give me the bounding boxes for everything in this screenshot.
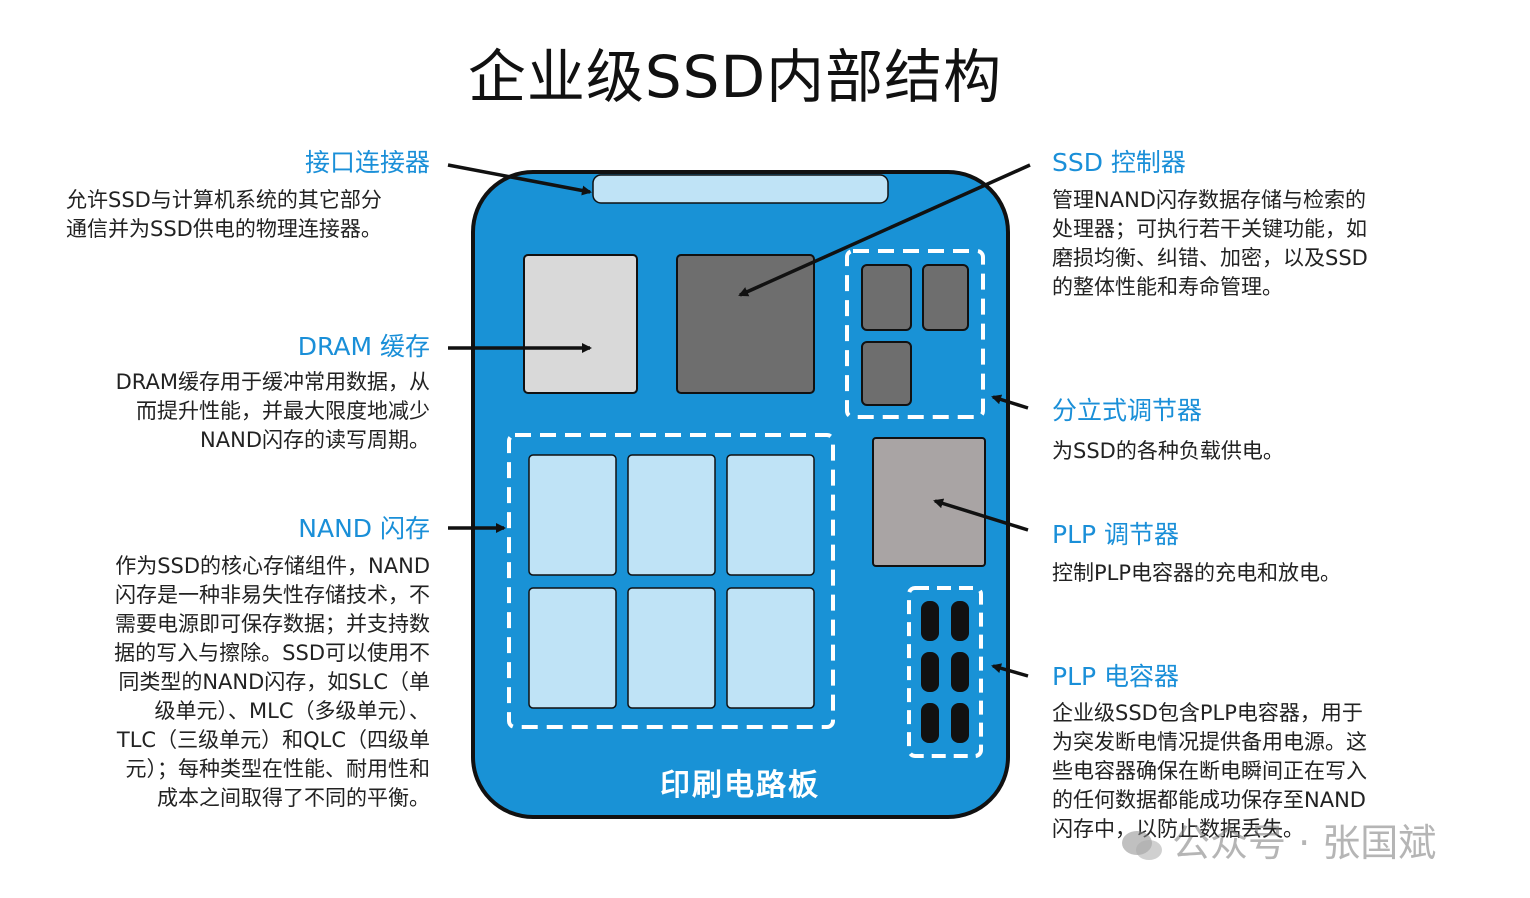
plp-regulator-desc: 控制PLP电容器的充电和放电。 <box>1052 561 1342 585</box>
arrow-controller <box>738 163 1031 297</box>
plp-regulator-label: PLP 调节器 <box>1052 520 1180 549</box>
plp-capacitor-desc: 企业级SSD包含PLP电容器，用于 为突发断电情况提供备用电源。这 些电容器确保… <box>1052 701 1367 841</box>
plp-capacitor <box>951 652 969 692</box>
plp-capacitor-group-outline <box>907 586 983 758</box>
plp-capacitor-label: PLP 电容器 <box>1052 662 1180 691</box>
regulator-desc: 为SSD的各种负载供电。 <box>1052 439 1284 463</box>
nand-cell <box>528 454 617 576</box>
plp-capacitor <box>951 703 969 743</box>
arrow-regulator <box>991 394 1029 410</box>
page-title: 企业级SSD内部结构 <box>467 43 1003 111</box>
regulator-chip <box>861 341 912 406</box>
regulator-chip <box>922 264 969 331</box>
plp-capacitor <box>951 601 969 641</box>
watermark-text: 公众号 · 张国斌 <box>1172 821 1437 865</box>
nand-cell <box>528 587 617 709</box>
nand-cell <box>726 454 815 576</box>
ssd-controller-chip <box>676 254 815 394</box>
arrow-interface <box>447 163 592 196</box>
nand-group-outline <box>507 433 835 729</box>
arrow-plp-regulator <box>933 498 1029 532</box>
dram-desc: DRAM缓存用于缓冲常用数据，从 而提升性能，并最大限度地减少 NAND闪存的读… <box>115 370 430 452</box>
plp-capacitor <box>921 601 939 641</box>
plp-capacitor <box>921 652 939 692</box>
interface-connector-desc: 允许SSD与计算机系统的其它部分 通信并为SSD供电的物理连接器。 <box>66 188 382 241</box>
nand-cell <box>627 454 716 576</box>
dram-chip <box>523 254 638 394</box>
regulator-group-outline <box>845 249 985 419</box>
controller-desc: 管理NAND闪存数据存储与检索的 处理器；可执行若干关键功能，如 磨损均衡、纠错… <box>1052 188 1368 299</box>
pcb-label: 印刷电路板 <box>660 768 820 803</box>
wechat-icon <box>1122 830 1162 860</box>
nand-desc: 作为SSD的核心存储组件，NAND 闪存是一种非易失性存储技术，不 需要电源即可… <box>114 554 430 810</box>
watermark: 公众号 · 张国斌 <box>1120 812 1436 867</box>
plp-capacitor <box>921 703 939 743</box>
regulator-chip <box>861 264 912 331</box>
regulator-label: 分立式调节器 <box>1052 396 1203 425</box>
dram-label: DRAM 缓存 <box>297 332 430 361</box>
nand-cell <box>726 587 815 709</box>
interface-connector-label: 接口连接器 <box>304 148 430 177</box>
interface-connector <box>592 174 889 204</box>
arrow-plp-capacitor <box>991 663 1029 678</box>
plp-regulator-chip <box>872 437 986 567</box>
nand-cell <box>627 587 716 709</box>
nand-label: NAND 闪存 <box>298 514 430 543</box>
controller-label: SSD 控制器 <box>1052 148 1186 177</box>
